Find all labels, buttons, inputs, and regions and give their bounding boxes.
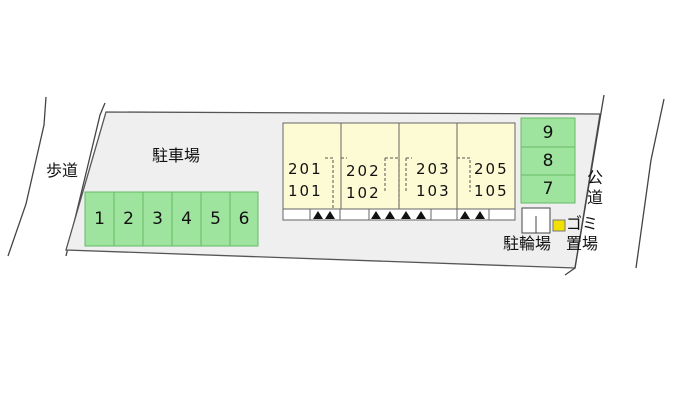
parking-number: 1 [94,209,105,229]
parking-number: 6 [238,209,250,229]
parking-number: 3 [152,209,163,229]
parking-space [229,191,259,247]
public-road-line-left [564,94,605,276]
parking-col-right [520,117,576,204]
entrance-box [368,208,432,221]
stair-outline [341,157,400,209]
parking-number: 4 [181,209,192,229]
parking-lot-label: 駐車場 [152,146,201,165]
sidewalk-label: 歩道 [45,161,78,180]
parking-space [142,191,173,247]
stair-outline [405,157,412,192]
entrance-box [309,208,341,221]
stair-outline [457,157,471,192]
entrance-box [456,208,490,221]
public-road-label: 公 道 [586,168,604,208]
unit-number-lower: 103 [416,182,451,200]
parking-number: 2 [123,209,134,229]
unit-number-lower: 102 [346,184,381,202]
garbage-label: ゴミ 置場 [566,214,610,254]
unit-number-stack: 203 103 [416,158,451,202]
unit-number-stack: 202 102 [346,160,381,204]
parking-space [200,191,231,247]
unit-number-upper: 201 [288,160,323,178]
garbage-label-line-1: ゴミ [566,214,599,233]
bike-parking-label: 駐輪場 [503,234,552,253]
unit-number-stack: 201 101 [288,158,323,202]
unit-block [456,122,516,210]
unit-block [282,122,342,210]
parking-row-left [84,191,259,247]
public-road-line-right [635,98,665,269]
garbage-label-line-2: 置場 [566,234,599,253]
parking-number: 7 [542,179,554,199]
unit-number-stack: 205 105 [474,158,509,202]
parking-space [520,117,576,148]
public-road-char-2: 道 [586,188,603,207]
parking-space [520,146,576,176]
unit-number-lower: 101 [288,182,323,200]
parking-number: 5 [210,209,221,229]
parking-number: 9 [542,122,554,143]
entrance-triangles [313,211,485,219]
unit-number-upper: 202 [346,162,381,180]
parking-space [520,174,576,204]
unit-number-upper: 205 [474,160,509,178]
stair-outline [325,157,334,209]
unit-block [340,122,400,210]
unit-number-lower: 105 [474,182,509,200]
apartment-building [282,122,516,221]
garbage-area [552,219,566,232]
public-road-char-1: 公 [586,168,603,187]
parking-number: 8 [542,151,554,171]
parking-space [113,191,144,247]
sidewalk-line-left [7,96,47,257]
unit-block [398,122,458,210]
unit-number-upper: 203 [416,160,451,178]
